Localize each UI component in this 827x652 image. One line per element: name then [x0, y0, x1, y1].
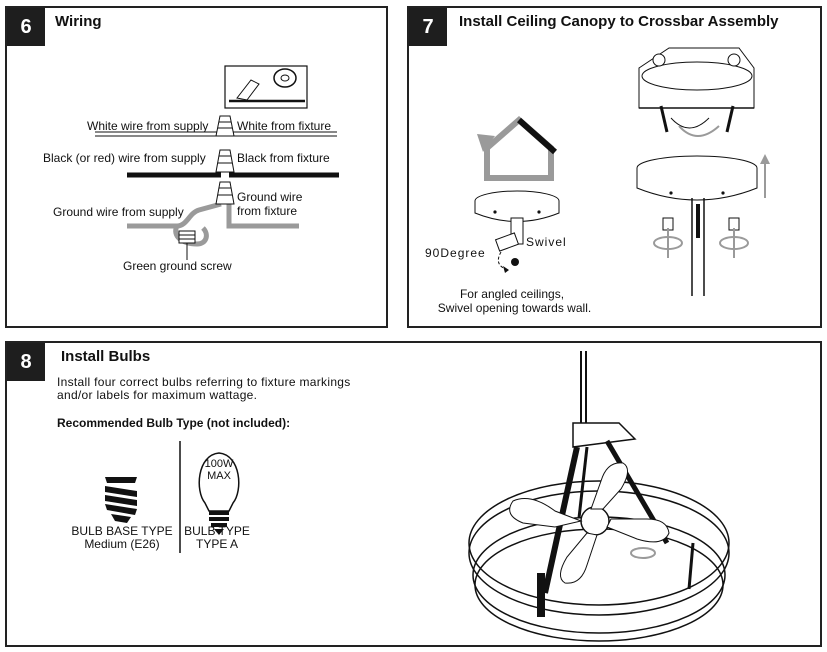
bulb-types-diagram: [105, 351, 730, 642]
white-supply-label: White wire from supply: [87, 119, 209, 133]
green-ground-screw: [178, 230, 196, 260]
black-supply-label: Black (or red) wire from supply: [43, 151, 206, 165]
swivel-label: Swivel: [526, 235, 567, 249]
step-8-panel: 8 Install Bulbs Install four correct bul…: [5, 341, 822, 647]
ground-screw-label: Green ground screw: [123, 259, 232, 273]
bulb-base-icon: [105, 477, 137, 523]
junction-box: [638, 47, 755, 137]
bulb-base-value: Medium (E26): [84, 537, 160, 551]
step-title: Install Bulbs: [61, 348, 151, 365]
cap-nuts: [653, 217, 749, 258]
degree-label: 90Degree: [425, 246, 486, 260]
step-number: 6: [7, 8, 45, 46]
ground-supply-label: Ground wire from supply: [53, 205, 184, 219]
black-fixture-label: Black from fixture: [237, 151, 330, 165]
angled-ceiling-note-2: Swivel opening towards wall.: [437, 301, 592, 315]
step-title: Install Ceiling Canopy to Crossbar Assem…: [459, 13, 779, 30]
ceiling-canopy: [636, 154, 770, 201]
angled-ceiling-note-1: For angled ceilings,: [459, 287, 565, 301]
instruction-line-1: Install four correct bulbs referring to …: [57, 375, 351, 389]
canopy-assembly-diagram: [474, 47, 770, 296]
step-7-panel: 7 Install Ceiling Canopy to Crossbar Ass…: [407, 6, 822, 328]
white-wire-connection: [95, 115, 337, 137]
house-icon: [477, 116, 557, 181]
ground-wire-connection: [127, 181, 299, 247]
step-number: 7: [409, 8, 447, 46]
bulb-type-label: BULB TYPE: [184, 524, 250, 538]
ground-fixture-label-2: from fixture: [237, 204, 298, 218]
white-fixture-label: White from fixture: [237, 119, 332, 133]
step-title: Wiring: [55, 13, 102, 30]
bulb-type-value: TYPE A: [195, 537, 239, 551]
wattage-label-2: MAX: [207, 470, 231, 482]
black-wire-connection: [127, 149, 339, 178]
downrod: [691, 198, 705, 296]
wattage-label-1: 100W: [204, 458, 234, 470]
wire-nut-tape-inset: [224, 65, 308, 109]
step-number: 8: [7, 343, 45, 381]
canopy-swivel-detail: [474, 190, 560, 273]
bulb-type-a-icon: [198, 452, 240, 535]
wiring-diagram: [95, 65, 339, 260]
step-6-panel: 6 Wiring: [5, 6, 388, 328]
fixture-illustration: [468, 351, 730, 642]
recommended-bulb-heading: Recommended Bulb Type (not included):: [57, 416, 291, 430]
instruction-line-2: and/or labels for maximum wattage.: [57, 388, 258, 402]
bulb-base-label: BULB BASE TYPE: [71, 524, 173, 538]
ground-fixture-label-1: Ground wire: [237, 190, 303, 204]
